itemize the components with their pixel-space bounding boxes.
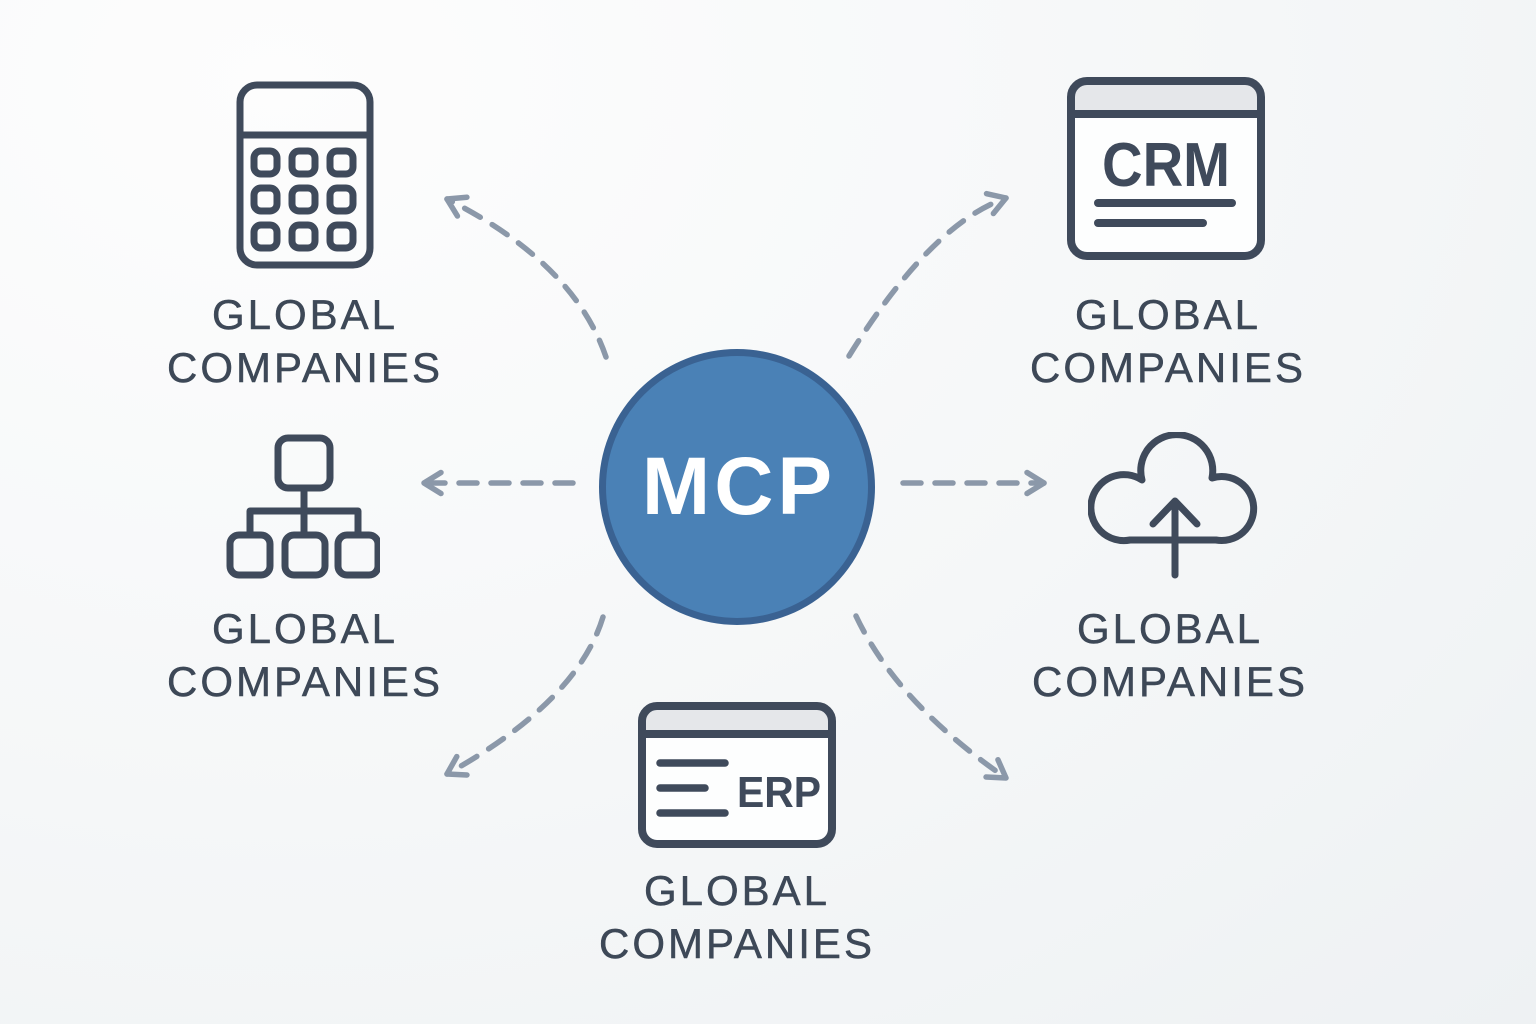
calculator-keypad [250, 147, 357, 252]
org-chart-icon [226, 434, 380, 579]
node-label-calculator: GLOBAL COMPANIES [115, 288, 495, 394]
erp-window-icon: ERP [638, 702, 836, 848]
crm-icon-label: CRM [1102, 131, 1230, 200]
crm-window-titlebar [1071, 81, 1261, 114]
label-line: GLOBAL [211, 291, 399, 339]
label-line: GLOBAL [1074, 291, 1262, 339]
cloud-outline [1088, 432, 1258, 545]
label-line: COMPANIES [1032, 658, 1308, 706]
label-line: GLOBAL [1076, 605, 1264, 653]
calculator-body [236, 81, 374, 269]
label-line: GLOBAL [643, 867, 831, 915]
label-line: COMPANIES [167, 344, 443, 392]
org-chart-connectors [246, 484, 362, 539]
node-label-org-chart: GLOBAL COMPANIES [115, 602, 495, 708]
upload-arrow-head [1149, 497, 1201, 528]
erp-window-titlebar [642, 706, 832, 734]
crm-window-icon: CRM [1067, 77, 1265, 260]
crm-window-body [1071, 81, 1261, 256]
mcp-hub-circle: MCP [599, 349, 875, 625]
label-line: COMPANIES [1030, 344, 1306, 392]
label-line: GLOBAL [211, 605, 399, 653]
node-label-erp: GLOBAL COMPANIES [547, 864, 927, 970]
calculator-icon [236, 81, 374, 269]
cloud-upload-icon [1088, 432, 1258, 579]
label-line: COMPANIES [599, 920, 875, 968]
label-line: COMPANIES [167, 658, 443, 706]
node-label-cloud: GLOBAL COMPANIES [980, 602, 1360, 708]
org-chart-parent-node [274, 434, 334, 492]
erp-icon-label: ERP [737, 768, 821, 817]
mcp-hub-label: MCP [641, 441, 837, 532]
org-chart-child-node [281, 531, 329, 579]
org-chart-child-node [334, 531, 380, 579]
org-chart-child-node [226, 531, 274, 579]
node-label-crm: GLOBAL COMPANIES [978, 288, 1358, 394]
